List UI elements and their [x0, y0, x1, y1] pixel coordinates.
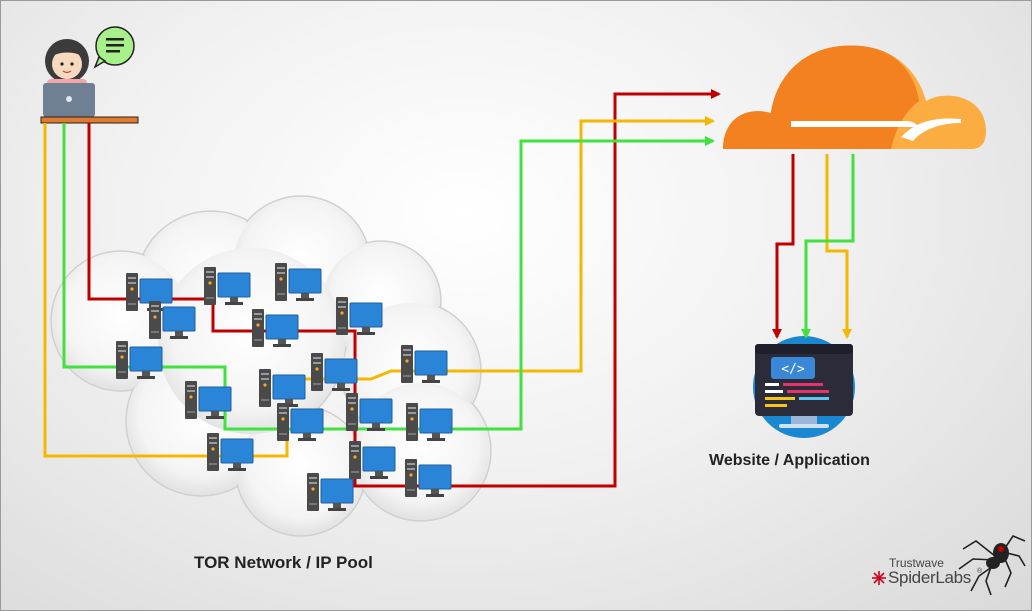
brand-line2: SpiderLabs: [888, 568, 972, 587]
svg-text:</>: </>: [781, 362, 805, 377]
green-route-cdn: [801, 154, 855, 339]
red-route-cdn: [772, 154, 795, 339]
website-label: Website / Application: [709, 452, 870, 469]
green-route: [62, 123, 715, 431]
code-window-icon: </>: [753, 336, 855, 438]
yellow-route-cdn: [825, 154, 852, 339]
brand-reg: ®: [977, 568, 983, 575]
tor-network-label: TOR Network / IP Pool: [194, 553, 373, 572]
spider-icon: [958, 535, 1026, 596]
cloud-cdn-icon: [723, 45, 986, 149]
trustwave-spiderlabs-logo: Trustwave SpiderLabs ®: [869, 556, 1019, 596]
asterisk-icon: [872, 571, 886, 585]
user-laptop-icon: [40, 39, 139, 124]
chat-bubble-icon: [93, 26, 135, 69]
brand-line1: Trustwave: [889, 556, 944, 570]
